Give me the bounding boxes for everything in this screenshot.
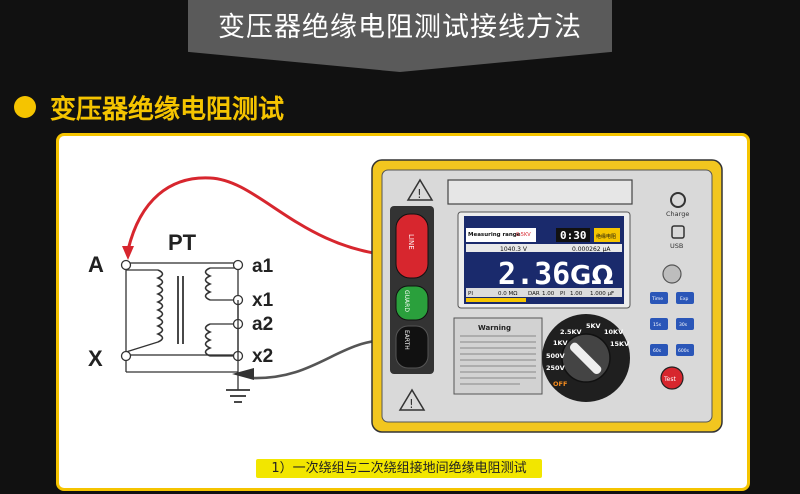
main-unit: GΩ (570, 261, 613, 291)
measuring-range-label: Measuring range (468, 232, 521, 238)
pi-value: 0.0 MΩ (498, 291, 517, 297)
dial-label-5kv: 5KV (586, 322, 601, 330)
terminal-a[interactable] (120, 259, 132, 271)
terminal-x[interactable] (120, 350, 132, 362)
red-probe-clip-icon (122, 246, 134, 260)
guard-jack-label: GUARD (403, 290, 410, 312)
section-title: 变压器绝缘电阻测试 (50, 94, 285, 125)
warning-text-lines (460, 335, 536, 385)
red-lead-wire (126, 176, 399, 258)
guard-jack[interactable] (395, 285, 429, 321)
label-x: X (88, 346, 103, 371)
svg-text:!: ! (417, 187, 422, 201)
timer-box (556, 228, 590, 242)
transformer-frame (125, 262, 239, 356)
test-button-label: Test (663, 376, 676, 383)
label-x1: x1 (252, 290, 274, 311)
60s-button[interactable] (650, 344, 668, 356)
label-a1: a1 (252, 256, 274, 277)
usb-port-icon (671, 225, 685, 239)
warning-title: Warning (478, 324, 511, 332)
cap-value: 1.000 μF (590, 291, 614, 297)
dial-pointer-icon (569, 342, 602, 375)
measuring-range-value: 0.5KV (516, 232, 531, 238)
15s-button-label: 15s (653, 322, 662, 328)
600s-button-label: 600s (678, 348, 690, 354)
insulation-tester: ! ! LINE GUARD EARTH Measuring range 0.5… (371, 159, 723, 433)
dial-label-2-5kv: 2.5KV (560, 328, 582, 336)
aux-connector-icon (662, 264, 682, 284)
dial-label-off: OFF (553, 380, 567, 388)
section-heading: 变压器绝缘电阻测试 (14, 90, 285, 125)
charge-port-icon (670, 192, 686, 208)
dar-value: 1.00 (542, 291, 555, 297)
voltage-readout: 1040.3 V (500, 246, 528, 253)
label-a2: a2 (252, 314, 273, 335)
bottom-strip (466, 288, 622, 297)
dial-label-10kv: 10KV (604, 328, 623, 336)
pi-label: PI (468, 291, 473, 297)
progress-bar (466, 298, 526, 302)
usb-label: USB (670, 242, 683, 250)
header-title: 变压器绝缘电阻测试接线方法 (218, 12, 582, 43)
dial-label-1kv: 1KV (553, 339, 568, 347)
dial-label-500v: 500V (546, 352, 565, 360)
primary-coil-icon (156, 269, 164, 343)
secondary-coil-1-icon (204, 267, 212, 301)
transformer-label: PT (168, 230, 197, 255)
dial-label-15kv: 15KV (610, 340, 629, 348)
warning-triangle-icon: ! (406, 178, 434, 201)
display-slot (447, 179, 633, 205)
30s-button-label: 30s (679, 322, 688, 328)
terminal-a1[interactable] (232, 259, 244, 271)
label-a: A (88, 252, 104, 277)
warning-triangle-bottom-icon: ! (398, 388, 426, 411)
black-clip-icon (232, 368, 254, 380)
earth-jack[interactable] (395, 325, 429, 369)
warning-plate (453, 317, 543, 395)
label-x2: x2 (252, 346, 273, 367)
earth-jack-label: EARTH (403, 330, 410, 350)
time-button[interactable] (650, 292, 668, 304)
30s-button[interactable] (676, 318, 694, 330)
bullet-dot-icon (14, 96, 36, 118)
dial-label-250v: 250V (546, 364, 565, 372)
svg-text:!: ! (409, 397, 414, 411)
line-jack-label: LINE (407, 234, 415, 250)
main-value: 2.36 (498, 257, 570, 292)
exp-button-label: Exp (680, 296, 689, 302)
bottom-pi-value: 1.00 (570, 291, 583, 297)
mode-box (594, 228, 620, 242)
secondary-coil-2-icon (204, 323, 212, 357)
bottom-pi-label: PI (560, 291, 565, 297)
line-jack[interactable] (395, 213, 429, 279)
600s-button[interactable] (676, 344, 694, 356)
charge-label: Charge (666, 210, 689, 218)
15s-button[interactable] (650, 318, 668, 330)
ground-icon (226, 389, 250, 403)
timer-readout: 0:30 (560, 229, 587, 242)
test-button[interactable] (660, 366, 684, 390)
transformer: PT A X a1 x1 a2 x2 (88, 230, 274, 403)
60s-button-label: 60s (653, 348, 662, 354)
mode-label: 绝缘电阻 (596, 233, 616, 240)
status-strip (466, 244, 622, 252)
time-button-label: Time (651, 296, 663, 302)
exp-button[interactable] (676, 292, 694, 304)
caption: 1）一次绕组与二次绕组接地间绝缘电阻测试 (256, 459, 542, 478)
dar-label: DAR (528, 291, 540, 297)
current-readout: 0.000262 μA (572, 246, 611, 253)
range-box (466, 228, 536, 242)
